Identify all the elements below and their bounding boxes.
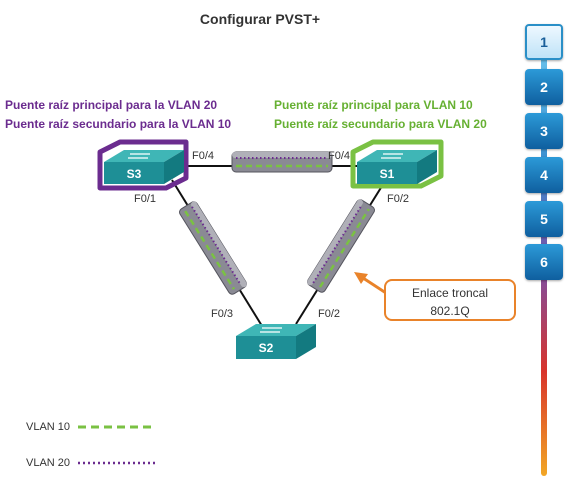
step-button-4[interactable]: 4 xyxy=(525,157,563,193)
port-s3-f04: F0/4 xyxy=(192,150,214,162)
port-s2-f03: F0/3 xyxy=(211,308,233,320)
step-navigation: 1 2 3 4 5 6 xyxy=(522,10,566,476)
callout-line-2: 802.1Q xyxy=(430,304,470,318)
port-s1-f04: F0/4 xyxy=(328,150,350,162)
port-s2-f02: F0/2 xyxy=(318,308,340,320)
s1-root-bridge-info: Puente raíz principal para VLAN 10 Puent… xyxy=(274,96,487,134)
legend-vlan10-line xyxy=(78,425,157,429)
port-s3-f01: F0/1 xyxy=(134,193,156,205)
step-button-3[interactable]: 3 xyxy=(525,113,563,149)
switch-s1-label: S1 xyxy=(380,167,395,181)
switch-s3-label: S3 xyxy=(127,167,142,181)
legend-vlan10: VLAN 10 xyxy=(26,421,158,433)
trunk-link-callout: Enlace troncal 802.1Q xyxy=(384,279,516,321)
step-button-2[interactable]: 2 xyxy=(525,69,563,105)
trunk-s3-s1 xyxy=(231,151,333,173)
switch-s3[interactable]: S3 xyxy=(97,139,189,191)
trunk-s3-s2 xyxy=(179,201,247,295)
legend-vlan20-label: VLAN 20 xyxy=(26,457,71,469)
s1-secondary-root-text: Puente raíz secundario para VLAN 20 xyxy=(274,117,487,131)
port-s1-f02: F0/2 xyxy=(387,193,409,205)
switch-s2-label: S2 xyxy=(259,341,274,355)
legend-vlan10-label: VLAN 10 xyxy=(26,421,71,433)
legend-vlan20-line xyxy=(78,461,157,465)
callout-line-1: Enlace troncal xyxy=(411,286,489,300)
step-button-5[interactable]: 5 xyxy=(525,201,563,237)
trunk-s1-s2 xyxy=(307,199,375,293)
s3-root-bridge-info: Puente raíz principal para la VLAN 20 Pu… xyxy=(5,96,231,134)
s1-primary-root-text: Puente raíz principal para VLAN 10 xyxy=(274,98,473,112)
s3-secondary-root-text: Puente raíz secundario para la VLAN 10 xyxy=(5,117,232,131)
switch-s1[interactable]: S1 xyxy=(350,139,444,189)
page-title: Configurar PVST+ xyxy=(199,11,321,27)
s3-primary-root-text: Puente raíz principal para la VLAN 20 xyxy=(5,98,218,112)
legend-vlan20: VLAN 20 xyxy=(26,457,158,469)
network-topology-diagram: S3 S1 S2 F0/4 F0/4 F0/1 F0/2 F0/3 F0/2 xyxy=(97,139,444,359)
step-button-1[interactable]: 1 xyxy=(525,24,563,60)
switch-s2[interactable]: S2 xyxy=(236,324,316,359)
step-button-6[interactable]: 6 xyxy=(525,244,563,280)
callout-arrow xyxy=(354,272,387,295)
